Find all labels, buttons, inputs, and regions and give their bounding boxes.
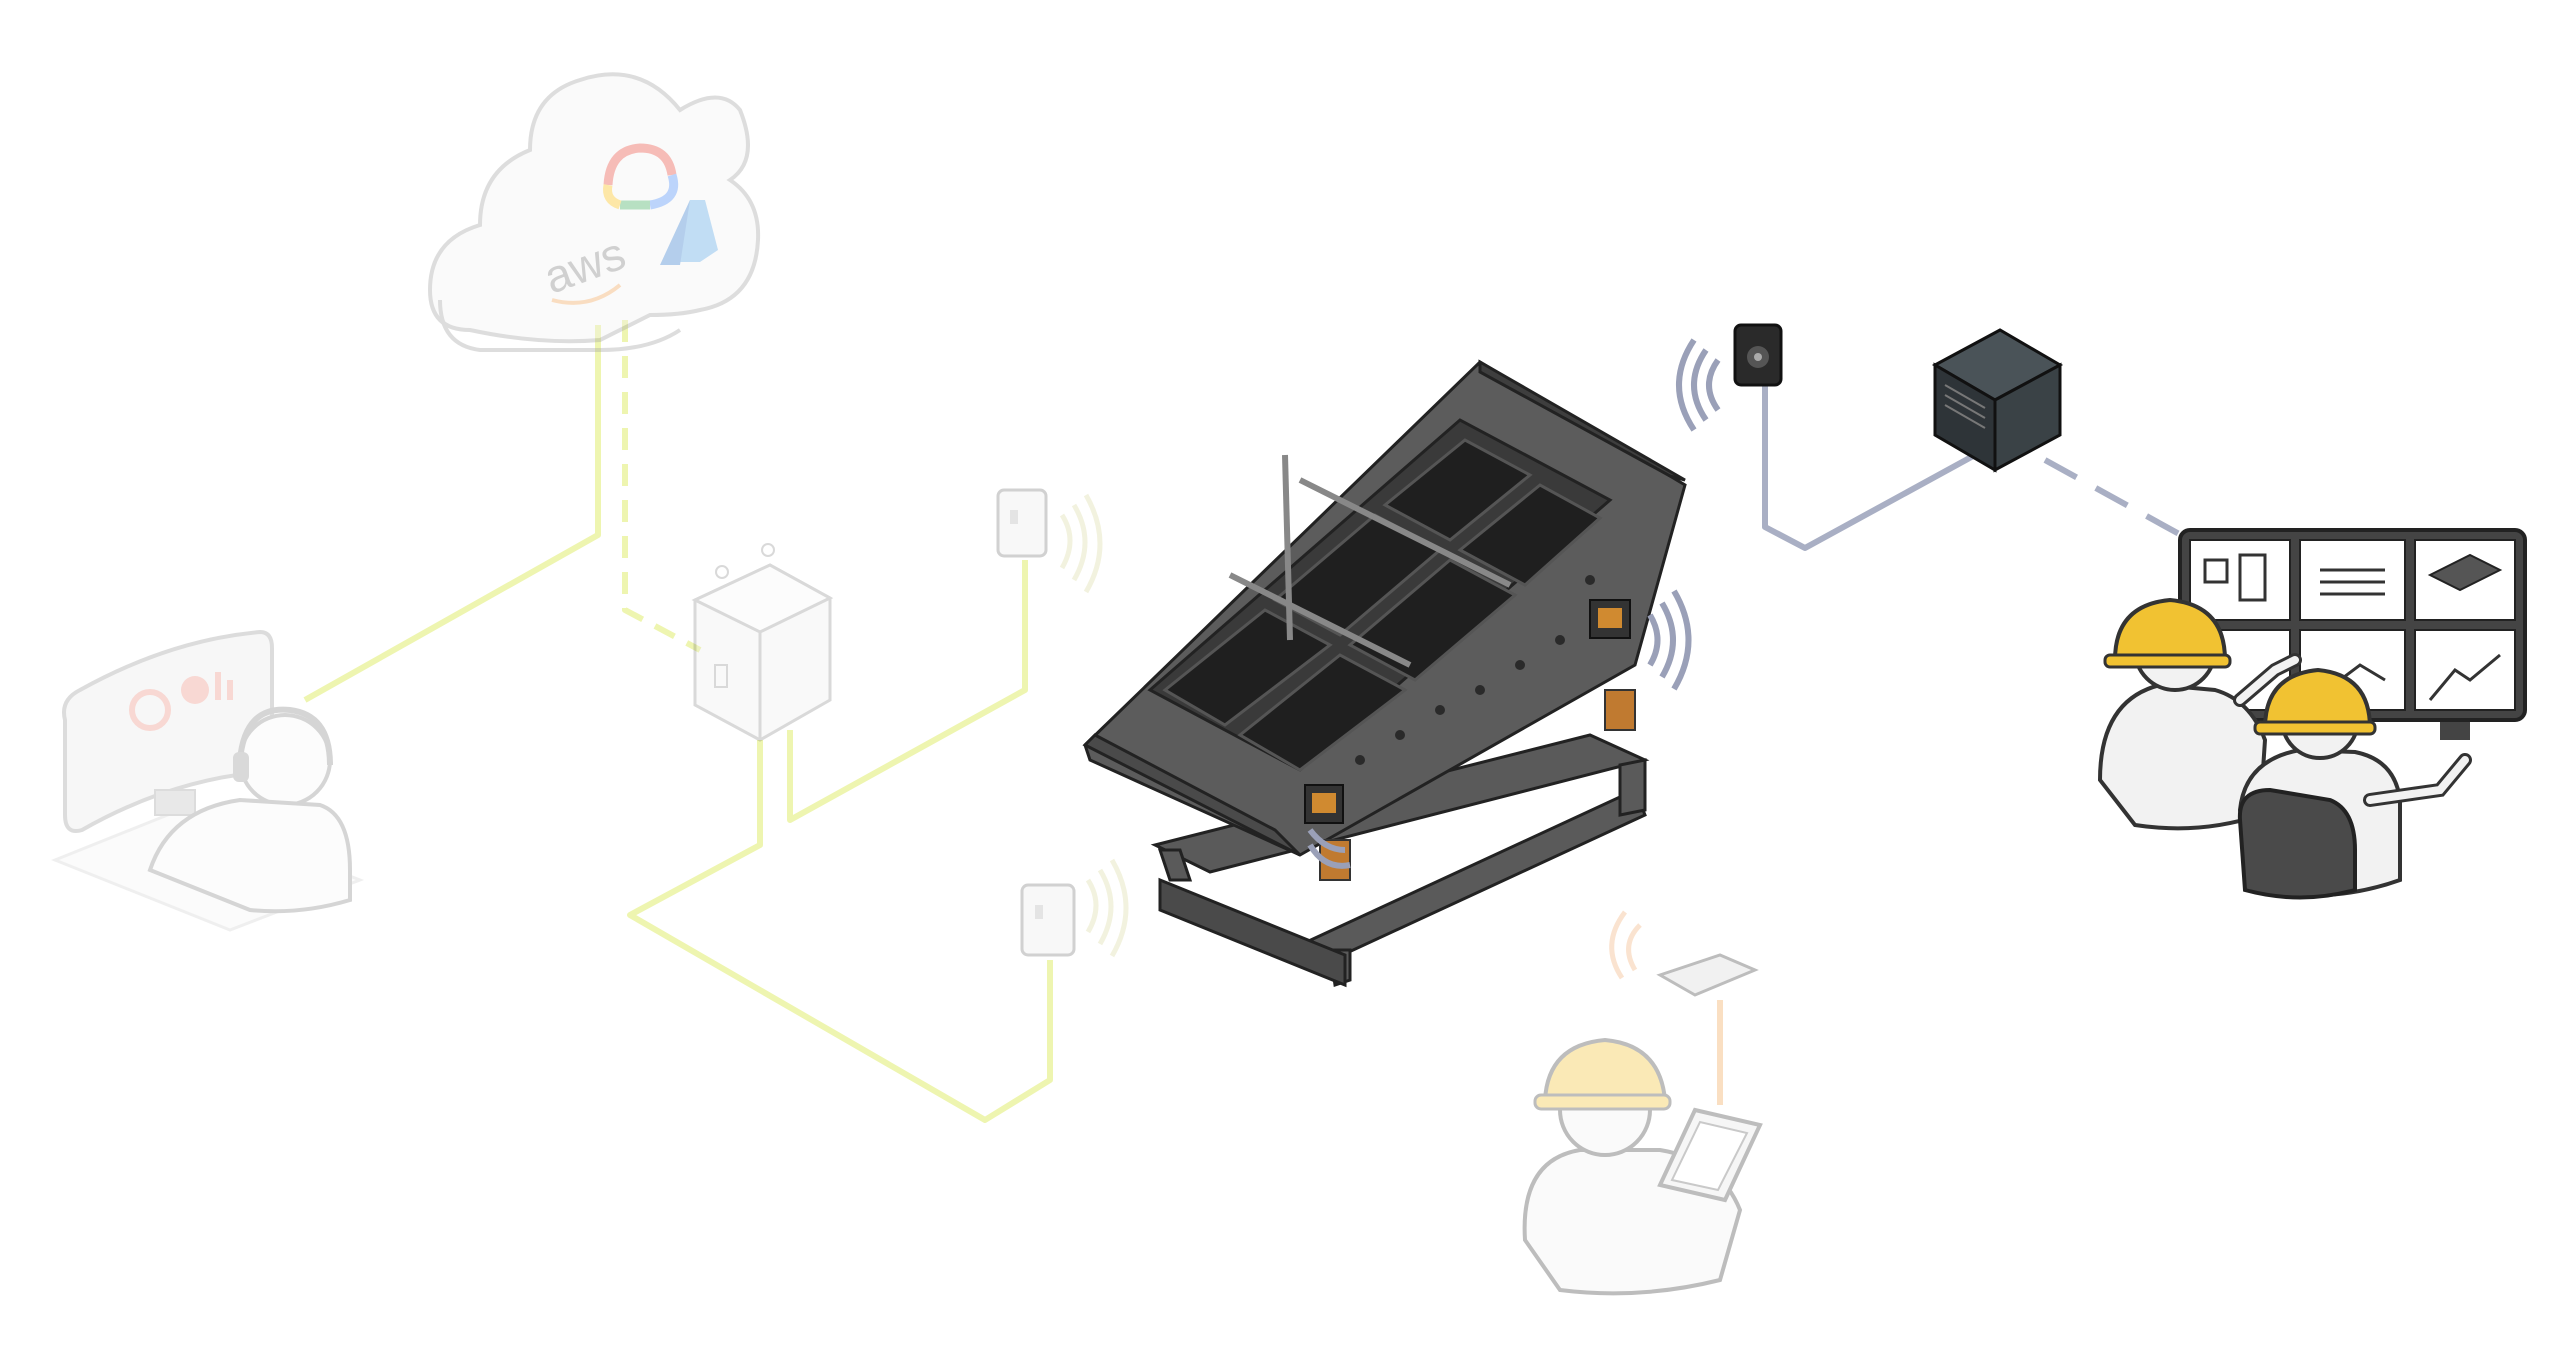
machine-crossbars (1228, 454, 1512, 668)
cloud-icon: aws (427, 72, 761, 352)
edge-server-box-icon (1931, 328, 2064, 473)
junction-box-icon (691, 543, 834, 742)
vibration-motor-icon (1304, 599, 1631, 824)
azure-icon (660, 200, 718, 265)
machine-body (1082, 359, 1687, 857)
faded-network-links (303, 320, 1053, 1123)
google-cloud-icon (603, 143, 679, 210)
remote-monitor-operator-icon (50, 629, 365, 932)
engineers-icon (2097, 597, 2472, 900)
wireless-sensor-icon (996, 488, 1103, 594)
wireless-sensor-icon (1020, 858, 1129, 958)
field-technician-tablet-icon (1522, 910, 1763, 1296)
active-network-links (1762, 385, 2192, 551)
engineer-pointing (2097, 597, 2302, 831)
wireless-gateway-icon (1676, 323, 1783, 432)
engineer-seated (2237, 667, 2472, 900)
machine-wireless-waves (1307, 589, 1692, 869)
vibrating-screen-machine-icon (1082, 359, 1692, 988)
machine-bolts (1355, 575, 1595, 765)
